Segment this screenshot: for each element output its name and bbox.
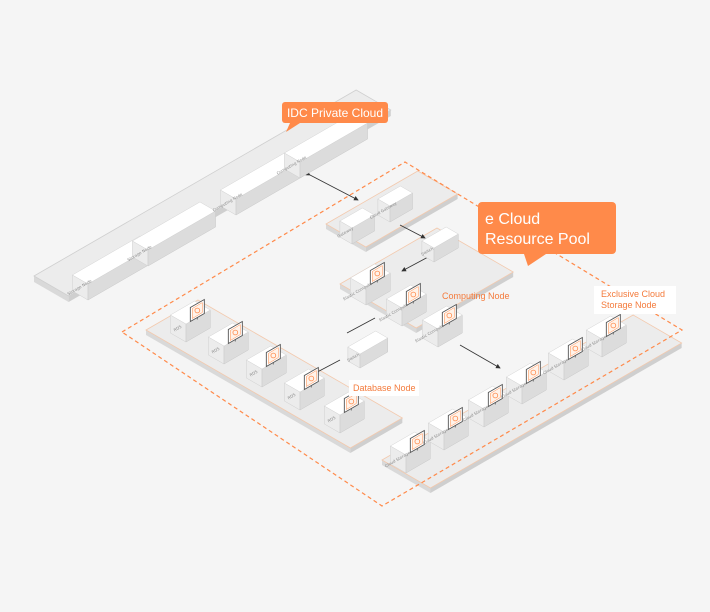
database-label-bg: [349, 380, 419, 396]
monitor-cloud-icon: [303, 366, 319, 391]
storage-node-3: Cloud Storage: [462, 383, 509, 428]
computing-node-3: Elastic Compute: [414, 303, 463, 348]
monitor-cloud-icon: [567, 336, 583, 361]
monitor-cloud-icon: [369, 261, 385, 286]
database-node-1-label: RDS: [173, 324, 183, 333]
idc-callout-text: IDC Private Cloud: [287, 106, 383, 120]
resource-pool-title-line1: e Cloud: [485, 211, 540, 228]
link-gateway-switch: [399, 224, 426, 239]
storage-node-label-line2: Storage Node: [601, 300, 657, 310]
storage-node-4: Cloud Storage: [500, 360, 547, 405]
db-switch-node: Switch: [346, 330, 389, 369]
database-node-2: RDS: [207, 320, 249, 365]
monitor-cloud-icon: [409, 429, 425, 454]
database-node-1: RDS: [169, 298, 211, 343]
storage-node-6: Cloud Storage: [580, 313, 627, 358]
idc-node-4: Computing Node: [276, 113, 369, 179]
storage-node-label-line1: Exclusive Cloud: [601, 289, 665, 299]
db-switch-node-label: Switch: [346, 351, 360, 362]
storage-node-5: Cloud Storage: [542, 336, 589, 381]
computing-node-label: Computing Node: [442, 291, 510, 301]
database-node-2-label: RDS: [211, 346, 221, 355]
database-node-label: Database Node: [353, 383, 416, 393]
monitor-cloud-icon: [227, 320, 243, 345]
database-node-4: RDS: [283, 366, 325, 411]
link-idc-gateway: [305, 171, 359, 201]
database-node-3-label: RDS: [249, 369, 259, 378]
connections: [305, 171, 501, 379]
resource-pool-boundary: [120, 161, 684, 507]
database-node-5: RDS: [323, 389, 365, 434]
monitor-cloud-icon: [265, 343, 281, 368]
storage-node-2: Cloud Storage: [422, 406, 469, 451]
monitor-cloud-icon: [189, 298, 205, 323]
switch-node: Switch: [420, 226, 459, 263]
resource-pool-title-line2: Resource Pool: [485, 231, 590, 248]
storage-platform: [381, 314, 683, 493]
database-node-3: RDS: [245, 343, 287, 388]
storage-label-bg: [594, 286, 676, 314]
monitor-cloud-icon: [487, 383, 503, 408]
database-node-4-label: RDS: [287, 392, 297, 401]
link-compute-storage: [459, 344, 501, 369]
gateway-node-1: Gateway: [336, 207, 376, 245]
idc-node-2: Storage Node: [126, 201, 217, 267]
monitor-cloud-icon: [447, 406, 463, 431]
monitor-cloud-icon: [405, 282, 421, 307]
switch-node-label: Switch: [420, 245, 434, 256]
storage-node-1: Cloud Storage: [384, 429, 431, 474]
link-switch-compute: [401, 255, 431, 272]
monitor-cloud-icon: [525, 360, 541, 385]
idc-node-3: Computing Node: [212, 150, 305, 216]
monitor-cloud-icon: [605, 313, 621, 338]
resource-pool-callout: e Cloud Resource Pool: [478, 202, 616, 266]
database-node-5-label: RDS: [327, 415, 337, 424]
idc-callout: IDC Private Cloud: [282, 102, 388, 132]
monitor-cloud-icon: [441, 303, 457, 328]
link-compute-dbswitch: [346, 317, 376, 334]
